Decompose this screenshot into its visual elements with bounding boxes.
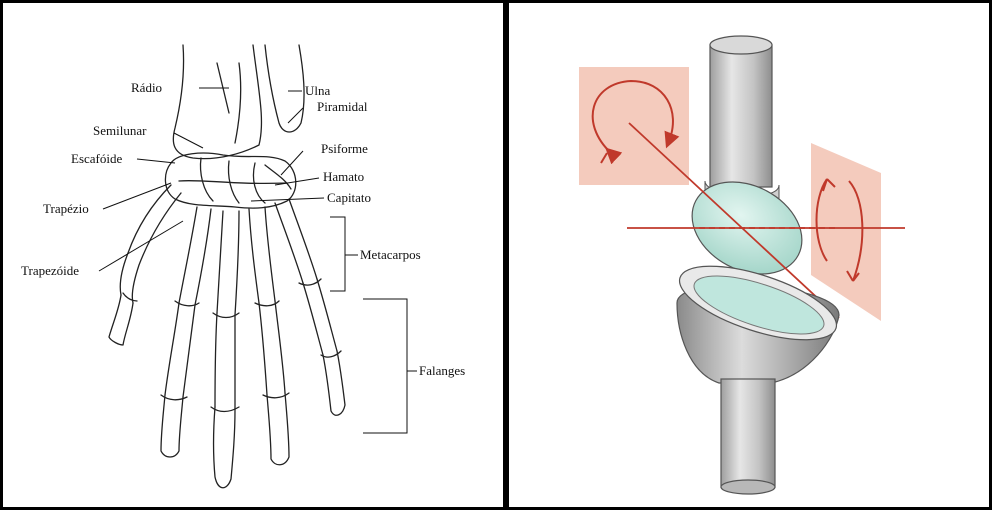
label-trapezoide: Trapezóide — [21, 263, 79, 278]
label-capitato: Capitato — [327, 190, 371, 205]
label-semilunar: Semilunar — [93, 123, 147, 138]
label-trapezio: Trapézio — [43, 201, 89, 216]
label-piramidal: Piramidal — [317, 99, 368, 114]
lower-shaft — [721, 379, 775, 487]
ellipsoid-joint-panel — [509, 3, 989, 507]
label-psiforme: Psiforme — [321, 141, 368, 156]
ulna-bone — [265, 45, 304, 132]
radius-bone — [173, 45, 261, 159]
label-escafoide: Escafóide — [71, 151, 122, 166]
label-falanges: Falanges — [419, 363, 465, 378]
label-ulna: Ulna — [305, 83, 331, 98]
rotation-plane-right — [811, 143, 881, 321]
upper-shaft — [710, 45, 772, 187]
little-finger-bones — [275, 199, 317, 283]
label-metacarpos: Metacarpos — [360, 247, 421, 262]
hand-skeleton-diagram: Rádio Ulna Piramidal Semilunar Psiforme … — [3, 3, 503, 507]
thumb-bones — [120, 185, 171, 295]
ring-finger-bones — [249, 207, 275, 303]
label-radio: Rádio — [131, 80, 162, 95]
middle-finger-bones — [217, 211, 239, 315]
ellipsoid-joint-diagram — [509, 3, 989, 507]
index-finger-bones — [179, 207, 211, 305]
hand-skeleton-panel: Rádio Ulna Piramidal Semilunar Psiforme … — [3, 3, 503, 507]
label-hamato: Hamato — [323, 169, 364, 184]
